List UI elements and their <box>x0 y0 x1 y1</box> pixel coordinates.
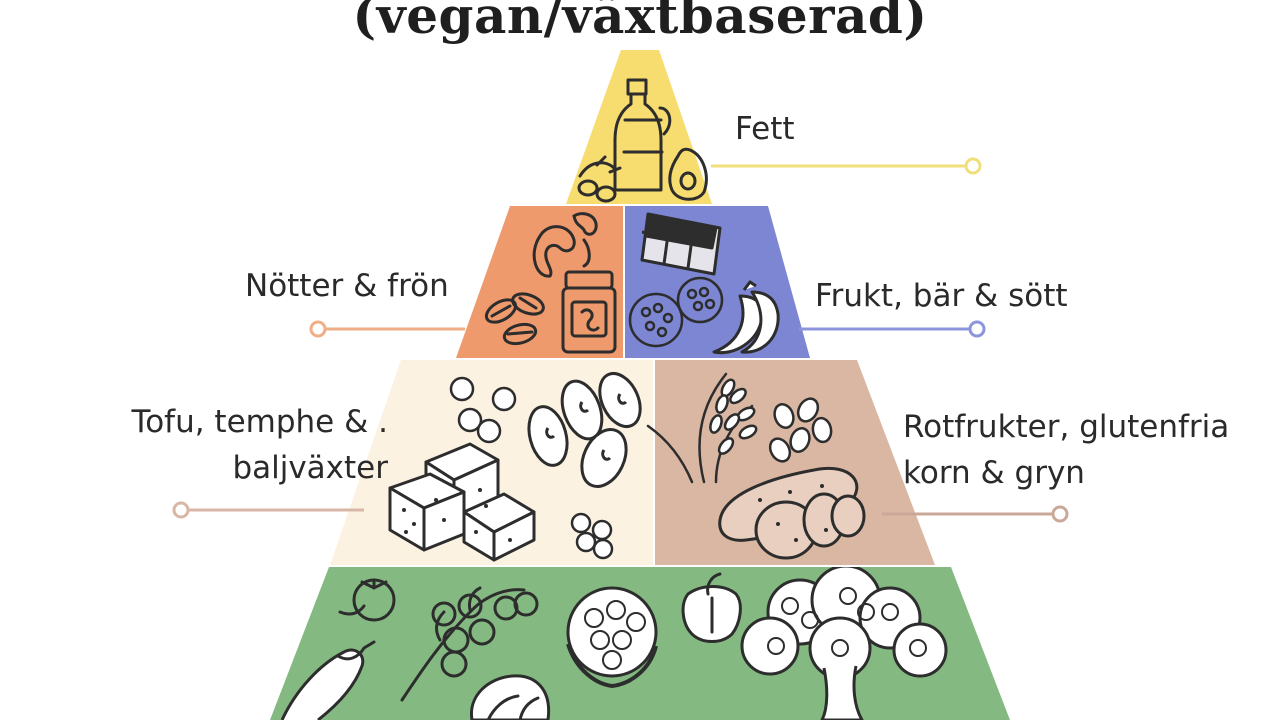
connector-protein <box>172 501 364 519</box>
tier-protein <box>330 360 653 565</box>
label-protein: Tofu, temphe & . baljväxter <box>108 399 388 491</box>
chocolate-bar-icon <box>640 212 722 276</box>
label-carbs-line-2: korn & gryn <box>903 455 1085 491</box>
label-fat: Fett <box>735 106 795 152</box>
label-fat-line-1: Fett <box>735 111 795 147</box>
tier-vegetables <box>270 567 1010 720</box>
eggplant-icon <box>280 640 376 720</box>
grains-icon <box>768 397 833 463</box>
label-protein-line-1: Tofu, temphe & . <box>131 404 388 440</box>
olives-icon <box>577 155 622 203</box>
tier-nuts-area <box>456 206 623 358</box>
leafy-greens-icon <box>470 674 551 720</box>
connector-nuts <box>309 320 465 338</box>
pyramid-title: (vegan/växtbaserad) <box>352 0 928 45</box>
chickpeas-icon <box>449 376 614 560</box>
label-fruit-line-1: Frukt, bär & sött <box>815 278 1068 314</box>
tier-carbs <box>646 360 935 565</box>
cashew-icon <box>532 212 598 278</box>
broccoli-icon <box>740 567 948 720</box>
connector-carbs <box>882 505 1069 523</box>
label-protein-line-2: baljväxter <box>232 450 388 486</box>
label-nuts: Nötter & frön <box>245 263 449 309</box>
beans-icon <box>527 372 642 488</box>
label-nuts-line-1: Nötter & frön <box>245 268 449 304</box>
label-carbs-line-1: Rotfrukter, glutenfria <box>903 409 1230 445</box>
label-fruit: Frukt, bär & sött <box>815 273 1068 319</box>
raspberry-icon <box>628 276 724 348</box>
tier-nuts <box>456 206 623 358</box>
tier-fat-area <box>566 50 712 204</box>
peanut-butter-jar-icon <box>561 270 617 354</box>
tomato-icon <box>338 578 396 622</box>
bell-pepper-icon <box>681 572 742 643</box>
tier-fruit <box>625 206 810 358</box>
olive-oil-bottle-icon <box>613 78 672 192</box>
avocado-icon <box>668 147 708 201</box>
tofu-cubes-icon <box>388 442 536 562</box>
rice-plant-icon <box>646 372 758 484</box>
connector-fat <box>711 157 982 175</box>
sweet-potato-icon <box>718 467 866 560</box>
connector-fruit <box>799 320 986 338</box>
tier-fat <box>566 50 712 204</box>
label-carbs: Rotfrukter, glutenfria korn & gryn <box>903 404 1229 496</box>
banana-icon <box>712 280 780 355</box>
cauliflower-icon <box>566 586 658 689</box>
cherry-tomatoes-icon <box>400 586 539 702</box>
almond-icon <box>484 292 545 346</box>
